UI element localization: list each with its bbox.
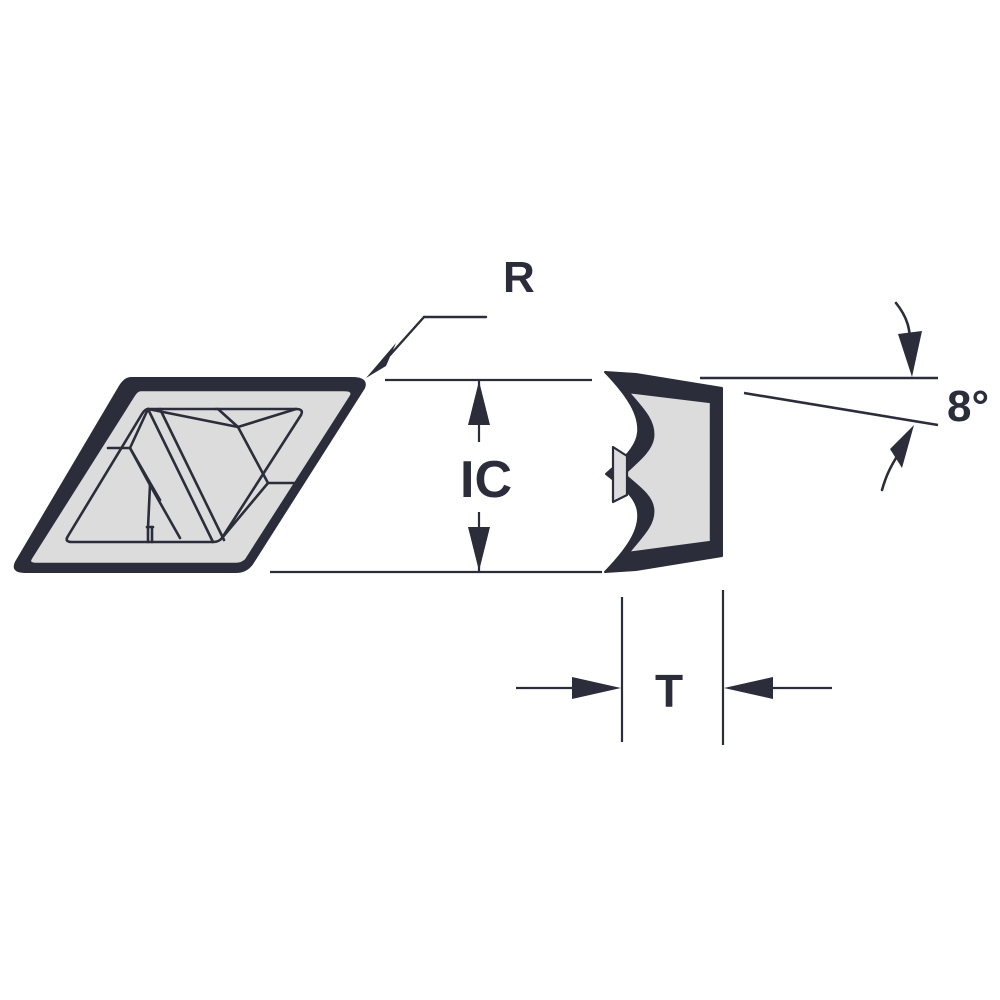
side-waist-land — [611, 445, 629, 504]
angle-arrowhead-top — [898, 331, 922, 377]
label-angle: 8° — [947, 382, 989, 431]
label-R: R — [503, 253, 535, 302]
angle-arrowhead-bottom — [890, 425, 914, 468]
facet-bottom-left-step — [146, 483, 152, 530]
insert-top-face — [28, 388, 353, 566]
ridge-left-inner-2 — [148, 483, 182, 540]
ridge-main-diagonal — [146, 407, 215, 544]
facet-right-lower — [236, 425, 270, 485]
angle-arrow-curve-bottom — [880, 456, 898, 492]
ridge-main-diagonal-parallel — [158, 407, 226, 542]
label-IC: IC — [460, 451, 512, 509]
ic-arrowhead-bottom — [468, 527, 490, 571]
side-view-insert — [604, 371, 723, 573]
t-arrowhead-left — [572, 677, 621, 699]
top-view-insert — [13, 377, 366, 573]
callout-clearance-angle: 8° — [700, 301, 989, 492]
callout-T: T — [516, 590, 832, 745]
callout-IC: IC — [270, 378, 602, 574]
facet-left-upper — [128, 407, 150, 450]
r-leader-line — [388, 315, 426, 357]
t-arrowhead-right — [724, 677, 773, 699]
facet-right-notch-down — [220, 481, 270, 540]
angle-flank-line — [743, 391, 939, 427]
ic-label-backdrop — [443, 442, 521, 512]
chip-breaker-facets — [65, 407, 304, 544]
facet-upper-right-fold — [146, 407, 240, 429]
facet-right-vertical — [216, 407, 240, 429]
ic-arrowhead-top — [468, 381, 490, 425]
callout-R: R — [366, 253, 535, 378]
r-leader-arrowhead — [366, 343, 396, 378]
label-T: T — [655, 665, 683, 717]
facet-upper-right-fold-2 — [236, 407, 298, 429]
